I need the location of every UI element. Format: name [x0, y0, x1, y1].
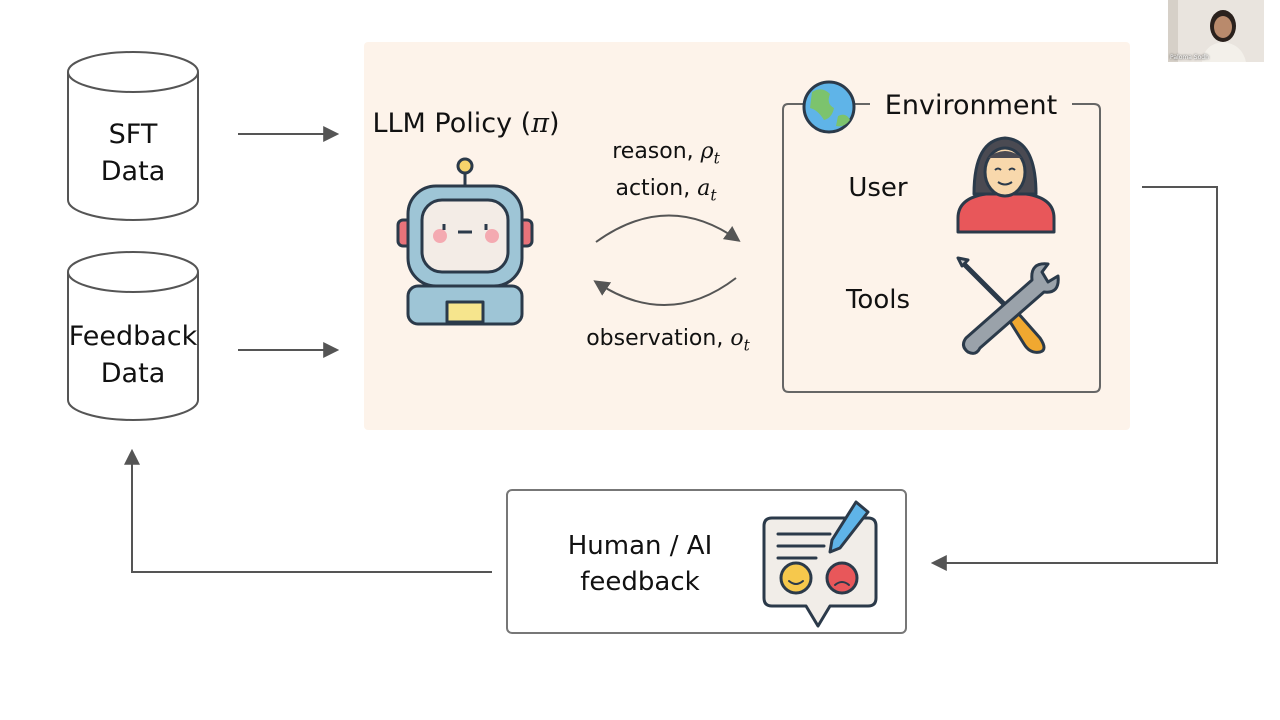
policy-title: LLM Policy (π) [360, 106, 572, 142]
policy-panel [364, 42, 1130, 430]
reason-subscript: t [713, 149, 720, 168]
action-symbol: a [697, 176, 711, 201]
reason-label: reason, ρt [586, 137, 746, 173]
woman-user-icon [956, 136, 1056, 234]
policy-title-suffix: ) [548, 108, 560, 139]
participant-video-thumbnail[interactable]: Paloma Sodh [1168, 0, 1264, 62]
sft-data-label-line-2: Data [100, 156, 166, 187]
action-subscript: t [710, 186, 717, 205]
sft-data-cylinder [67, 51, 199, 221]
observation-symbol: o [730, 326, 744, 351]
participant-name: Paloma Sodh [1170, 54, 1209, 61]
observation-arrow [593, 277, 737, 307]
observation-text: observation, [586, 326, 731, 351]
policy-title-prefix: LLM Policy ( [372, 108, 532, 139]
reason-text: reason, [612, 139, 701, 164]
feedback-label-line-1: Human / AI [567, 531, 713, 561]
observation-label: observation, ot [568, 324, 768, 360]
action-arrow [595, 214, 741, 243]
sft-data-label-line-1: SFT [108, 119, 158, 150]
feedback-to-data-arrow [124, 448, 492, 573]
participant-avatar [1168, 0, 1264, 62]
environment-title: Environment [874, 88, 1068, 124]
environment-box [782, 103, 1101, 393]
feedback-data-cylinder [67, 251, 199, 421]
user-label: User [848, 173, 908, 203]
feedback-data-label-line-2: Data [100, 358, 166, 389]
robot-icon [396, 157, 534, 326]
observation-subscript: t [743, 336, 750, 355]
feedback-label: Human / AI feedback [540, 528, 740, 600]
tools-label: Tools [845, 285, 911, 315]
feedback-form-icon [762, 500, 878, 628]
action-label: action, at [586, 174, 746, 210]
feedback-data-label: Feedback Data [58, 318, 208, 392]
feedback-data-label-line-1: Feedback [68, 321, 198, 352]
environment-to-feedback-arrow [930, 186, 1218, 571]
policy-symbol: π [531, 108, 549, 139]
reason-symbol: ρ [700, 139, 714, 164]
globe-icon [802, 80, 856, 134]
feedback-label-line-2: feedback [580, 567, 700, 597]
sft-data-label: SFT Data [68, 116, 198, 190]
action-text: action, [615, 176, 698, 201]
wrench-screwdriver-icon [956, 256, 1060, 355]
